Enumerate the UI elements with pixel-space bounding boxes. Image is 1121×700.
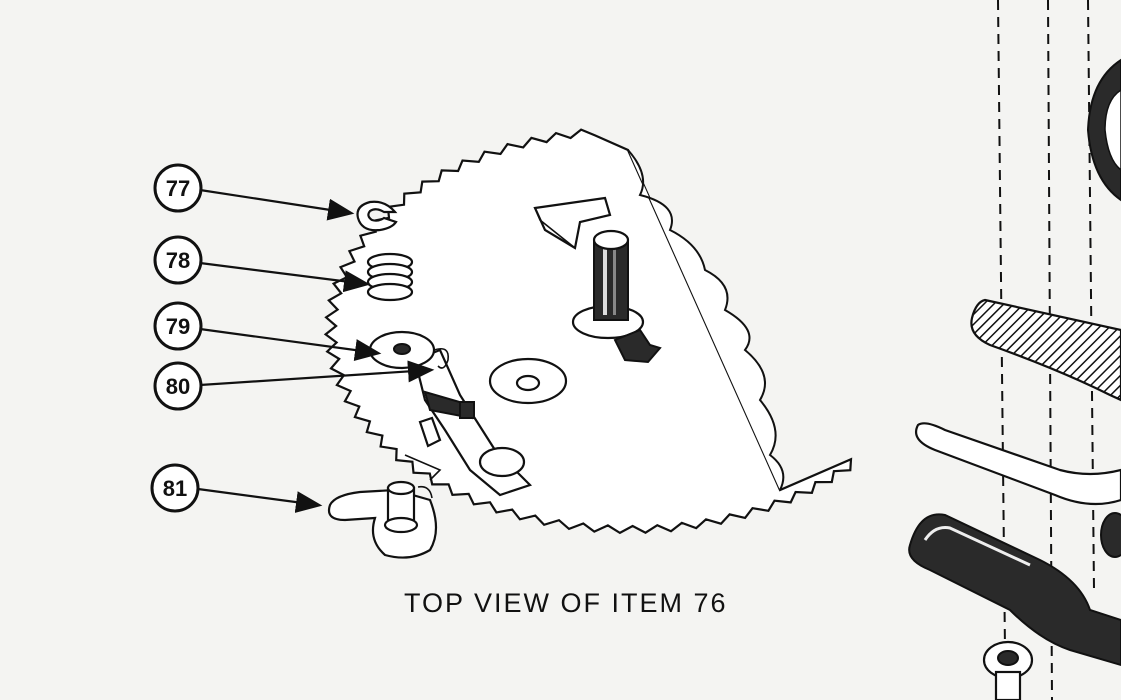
callout-78: 78 bbox=[153, 235, 203, 285]
leader-lines bbox=[197, 188, 435, 513]
callout-79-label: 79 bbox=[166, 314, 190, 339]
callout-77: 77 bbox=[153, 163, 203, 213]
figure-caption: TOP VIEW OF ITEM 76 bbox=[404, 588, 728, 618]
callout-81-label: 81 bbox=[163, 476, 187, 501]
spring-part bbox=[366, 252, 414, 302]
e-clip-part bbox=[356, 200, 398, 232]
callout-79: 79 bbox=[153, 301, 203, 351]
washer-part bbox=[368, 330, 450, 370]
gear-tab bbox=[533, 196, 612, 250]
adjacent-drawing-fragment bbox=[908, 0, 1121, 700]
callout-77-label: 77 bbox=[166, 176, 190, 201]
callout-78-label: 78 bbox=[166, 248, 190, 273]
lever-assembly bbox=[404, 348, 533, 497]
center-shaft bbox=[571, 229, 662, 364]
pivot-arm-part bbox=[327, 480, 438, 559]
callout-81: 81 bbox=[150, 463, 200, 513]
gear-hole bbox=[488, 357, 568, 405]
callout-80-label: 80 bbox=[166, 374, 190, 399]
callout-80: 80 bbox=[153, 361, 203, 411]
